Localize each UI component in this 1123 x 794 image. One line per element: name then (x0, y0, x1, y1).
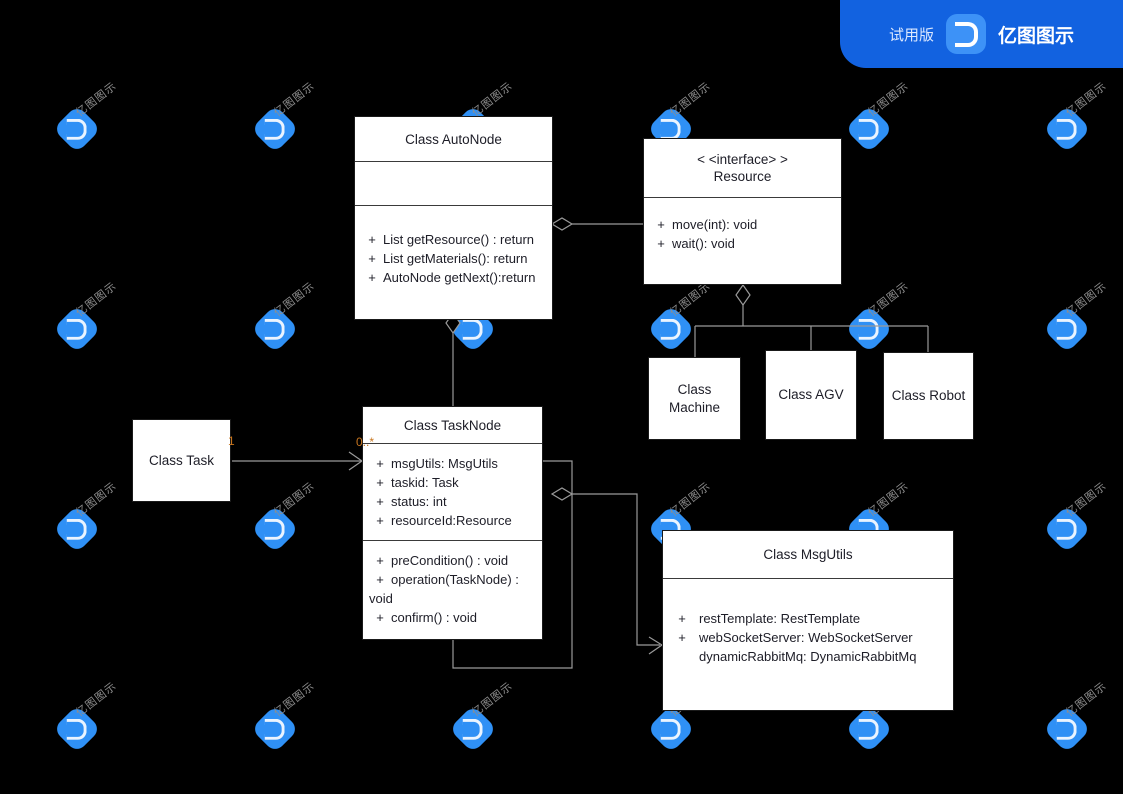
class-box-agv[interactable]: Class AGV (765, 350, 857, 440)
class-member-row: + resourceId:Resource (363, 511, 542, 530)
edge-resource-subclasses (694, 283, 929, 357)
trial-banner: 试用版 亿图图示 (840, 0, 1123, 68)
edge-autonode-resource (550, 217, 643, 231)
class-divider (663, 578, 953, 579)
multiplicity-tasknode: 0..* (356, 435, 375, 449)
class-title-tasknode: Class TaskNode (403, 417, 502, 433)
multiplicity-task: 1 (228, 434, 235, 448)
class-methods-resource: + move(int): void + wait(): void (644, 198, 841, 259)
visibility-marker: + (368, 232, 376, 247)
class-methods-tasknode: + preCondition() : void + operation(Task… (363, 541, 542, 633)
member-text: List getResource() : return (383, 232, 535, 247)
class-attributes-tasknode: + msgUtils: MsgUtils + taskid: Task + st… (363, 444, 542, 540)
member-text: status: int (391, 494, 447, 509)
class-divider (355, 161, 552, 162)
class-member-row: + status: int (363, 492, 542, 511)
class-title-resource: < <interface> > Resource (644, 139, 841, 197)
class-member-row: + wait(): void (644, 234, 841, 253)
member-text: wait(): void (672, 236, 735, 251)
class-divider (644, 197, 841, 198)
class-title-autonode: Class AutoNode (405, 131, 502, 147)
member-text: webSocketServer: WebSocketServer (699, 630, 913, 645)
class-title-task: Class Task (148, 452, 215, 468)
class-member-row: + List getResource() : return (355, 230, 552, 249)
class-methods-autonode: + List getResource() : return + List get… (355, 206, 552, 293)
visibility-marker: + (368, 251, 376, 266)
member-text: operation(TaskNode) : (391, 572, 519, 587)
class-member-row: + taskid: Task (363, 473, 542, 492)
class-title-robot: Class Robot (891, 388, 966, 403)
class-member-row: + operation(TaskNode) : (363, 570, 542, 589)
edge-autonode-tasknode (445, 311, 461, 406)
visibility-marker: + (376, 572, 384, 587)
edge-tasknode-msgutils (550, 487, 664, 655)
class-box-robot[interactable]: Class Robot (883, 352, 974, 440)
edraw-logo-icon (946, 14, 986, 54)
visibility-marker: + (376, 456, 384, 471)
member-text: msgUtils: MsgUtils (391, 456, 498, 471)
visibility-marker: + (368, 270, 376, 285)
visibility-marker: + (376, 553, 384, 568)
brand-label: 亿图图示 (998, 24, 1075, 47)
class-member-row: + msgUtils: MsgUtils (363, 454, 542, 473)
visibility-marker: + (376, 494, 384, 509)
class-member-row: + move(int): void (644, 215, 841, 234)
class-box-machine[interactable]: Class Machine (648, 357, 741, 440)
class-member-row: + webSocketServer: WebSocketServer (663, 628, 953, 647)
class-attributes-msgutils: + restTemplate: RestTemplate + webSocket… (663, 579, 953, 672)
visibility-marker: + (376, 475, 384, 490)
member-text-continuation: void (369, 591, 393, 606)
visibility-marker: + (678, 630, 686, 645)
class-box-task[interactable]: Class Task (132, 419, 231, 502)
class-name: Resource (713, 169, 772, 184)
class-divider (363, 443, 542, 444)
member-text: List getMaterials(): return (383, 251, 528, 266)
visibility-marker: + (376, 513, 384, 528)
trial-label: 试用版 (888, 25, 934, 44)
class-title-machine: Class Machine (668, 381, 721, 415)
visibility-marker: + (678, 611, 686, 626)
class-attributes-autonode (355, 162, 552, 205)
class-box-msgutils[interactable]: Class MsgUtils + restTemplate: RestTempl… (662, 530, 954, 711)
class-member-row: + confirm() : void (363, 608, 542, 627)
member-text: AutoNode getNext():return (383, 270, 536, 285)
member-text: move(int): void (672, 217, 758, 232)
class-box-tasknode[interactable]: Class TaskNode + msgUtils: MsgUtils + ta… (362, 406, 543, 640)
member-text: confirm() : void (391, 610, 477, 625)
class-member-row: + restTemplate: RestTemplate (663, 609, 953, 628)
member-text: preCondition() : void (391, 553, 509, 568)
class-member-row: + preCondition() : void (363, 551, 542, 570)
edge-tasknode-self (452, 460, 573, 669)
class-title-msgutils: Class MsgUtils (763, 547, 853, 562)
visibility-marker: + (657, 236, 665, 251)
class-stereotype: < <interface> > (697, 152, 788, 167)
member-text: resourceId:Resource (391, 513, 512, 528)
edge-task-tasknode (232, 451, 364, 471)
class-box-autonode[interactable]: Class AutoNode + List getResource() : re… (354, 116, 553, 320)
visibility-marker: + (657, 217, 665, 232)
class-title-agv: Class AGV (778, 387, 844, 402)
class-box-resource[interactable]: < <interface> > Resource + move(int): vo… (643, 138, 842, 285)
visibility-marker: + (376, 610, 384, 625)
member-text-continuation: dynamicRabbitMq: DynamicRabbitMq (699, 649, 917, 664)
member-text: restTemplate: RestTemplate (699, 611, 861, 626)
class-member-row: + AutoNode getNext():return (355, 268, 552, 287)
class-member-row: + List getMaterials(): return (355, 249, 552, 268)
class-divider (355, 205, 552, 206)
member-text: taskid: Task (391, 475, 459, 490)
